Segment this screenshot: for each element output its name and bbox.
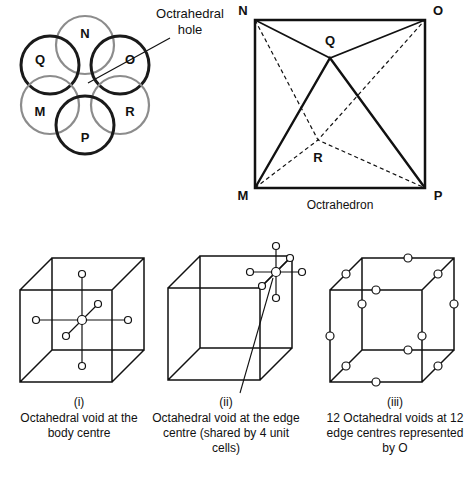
circle-ring bbox=[56, 96, 114, 154]
solid-edges bbox=[255, 20, 425, 58]
sphere-label: R bbox=[125, 104, 134, 119]
label-holder: M bbox=[233, 188, 253, 204]
label-holder: R bbox=[308, 150, 328, 166]
cube-i bbox=[20, 258, 144, 382]
caption-text: Octahedral void at the edge centre (shar… bbox=[151, 411, 301, 456]
caption-text: Octahedral void at the body centre bbox=[13, 411, 145, 441]
sphere-label: M bbox=[35, 104, 46, 119]
point-label: O bbox=[428, 3, 448, 19]
letter-holder: P bbox=[81, 130, 90, 145]
octahedron-figure bbox=[255, 20, 425, 188]
sphere-label: P bbox=[81, 130, 90, 145]
circle-outline bbox=[20, 75, 80, 135]
void-star bbox=[250, 246, 302, 298]
void-dots bbox=[247, 243, 306, 302]
point-label: N bbox=[233, 3, 253, 19]
point-label: Octrahedral hole bbox=[150, 6, 230, 39]
sphere-label: O bbox=[125, 52, 135, 67]
circle-ring bbox=[56, 16, 114, 74]
caption-text: (iii) bbox=[375, 395, 415, 410]
cube-iii bbox=[326, 254, 458, 386]
sphere-circle: P bbox=[55, 95, 115, 155]
circle-ring bbox=[91, 76, 149, 134]
void-dots bbox=[326, 254, 458, 386]
point-label: R bbox=[308, 150, 328, 166]
label-holder: O bbox=[428, 3, 448, 19]
hidden-edges bbox=[255, 20, 425, 188]
letter-holder: N bbox=[80, 26, 89, 41]
caption-text: (i) bbox=[59, 395, 99, 410]
point-label: Q bbox=[320, 33, 340, 49]
point-label: Octrahedron bbox=[290, 198, 390, 213]
cube-edges bbox=[330, 258, 454, 382]
sphere-label: Q bbox=[35, 52, 45, 67]
square-outline bbox=[255, 20, 425, 188]
point-label: P bbox=[428, 188, 448, 204]
label-holder: (i) bbox=[59, 395, 99, 410]
circle-outline bbox=[55, 15, 115, 75]
sphere-label: N bbox=[80, 26, 89, 41]
letter-holder: Q bbox=[35, 52, 45, 67]
circle-outline bbox=[90, 75, 150, 135]
caption-text: (ii) bbox=[206, 395, 246, 410]
label-holder: Octahedral void at the body centre bbox=[13, 411, 145, 441]
sphere-circle: N bbox=[55, 15, 115, 75]
cube-ii bbox=[168, 243, 306, 394]
circle-ring bbox=[21, 76, 79, 134]
sphere-circle: M bbox=[20, 75, 80, 135]
point-label: M bbox=[233, 188, 253, 204]
thick-edges bbox=[255, 58, 425, 188]
sphere-circle: R bbox=[90, 75, 150, 135]
letter-holder: R bbox=[125, 104, 134, 119]
letter-holder: O bbox=[125, 52, 135, 67]
leader-line bbox=[240, 278, 273, 393]
label-holder: P bbox=[428, 188, 448, 204]
void-dots bbox=[33, 271, 132, 370]
letter-holder: M bbox=[35, 104, 46, 119]
label-holder: 12 Octahedral voids at 12 edge centres r… bbox=[325, 411, 465, 456]
label-holder: (ii) bbox=[206, 395, 246, 410]
caption-text: 12 Octahedral voids at 12 edge centres r… bbox=[325, 411, 465, 456]
label-holder: (iii) bbox=[375, 395, 415, 410]
cube-edges bbox=[20, 258, 144, 382]
circle-outline bbox=[55, 95, 115, 155]
label-holder: N bbox=[233, 3, 253, 19]
label-holder: Octahedral void at the edge centre (shar… bbox=[151, 411, 301, 456]
void-star bbox=[36, 274, 128, 366]
label-holder: Octrahedron bbox=[290, 198, 390, 213]
cube-edges bbox=[168, 256, 292, 380]
label-holder: Q bbox=[320, 33, 340, 49]
label-holder: Octrahedral hole bbox=[150, 6, 230, 39]
